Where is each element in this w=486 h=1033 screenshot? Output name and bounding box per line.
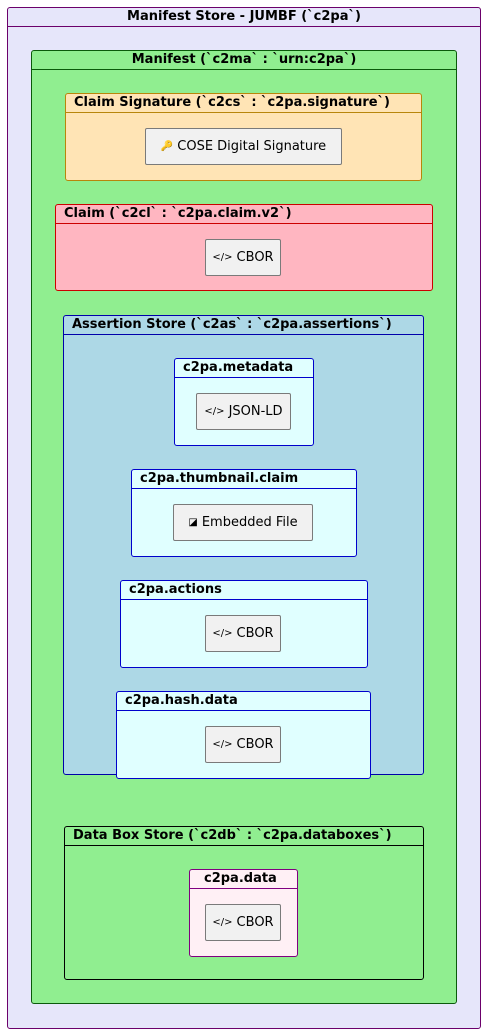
manifest-store-title: Manifest Store - JUMBF (`c2pa`) [8,8,480,27]
claim-cbor-node: </> CBOR [205,239,281,276]
metadata-jsonld-node: </> JSON-LD [196,393,291,430]
code-icon: </> [212,252,233,263]
hash-cbor-label: CBOR [236,737,274,752]
assertion-metadata-title: c2pa.metadata [175,359,313,378]
assertion-store-title: Assertion Store (`c2as` : `c2pa.assertio… [64,316,423,335]
data-cbor-label: CBOR [236,915,274,930]
assertion-actions-title: c2pa.actions [121,581,367,600]
actions-cbor-label: CBOR [236,626,274,641]
thumbnail-file-node: ◪ Embedded File [173,504,313,541]
data-cbor-node: </> CBOR [205,904,281,941]
claim-cbor-label: CBOR [236,250,274,265]
claim-title: Claim (`c2cl` : `c2pa.claim.v2`) [56,205,432,224]
cose-signature-node: 🔑 COSE Digital Signature [145,128,342,165]
code-icon: </> [212,739,233,750]
code-icon: </> [204,406,225,417]
key-icon: 🔑 [160,141,174,152]
claim-signature-box: Claim Signature (`c2cs` : `c2pa.signatur… [65,93,422,181]
data-box-store-title: Data Box Store (`c2db` : `c2pa.databoxes… [65,827,423,846]
code-icon: </> [212,917,233,928]
data-item-title: c2pa.data [190,870,297,889]
assertion-thumbnail-title: c2pa.thumbnail.claim [132,470,356,489]
assertion-hash-title: c2pa.hash.data [117,692,370,711]
claim-signature-title: Claim Signature (`c2cs` : `c2pa.signatur… [66,94,421,113]
metadata-jsonld-label: JSON-LD [228,404,283,419]
manifest-title: Manifest (`c2ma` : `urn:c2pa`) [32,51,456,70]
actions-cbor-node: </> CBOR [205,615,281,652]
hash-cbor-node: </> CBOR [205,726,281,763]
code-icon: </> [212,628,233,639]
thumbnail-file-label: Embedded File [201,515,298,530]
image-icon: ◪ [188,517,198,528]
cose-signature-label: COSE Digital Signature [177,139,327,154]
